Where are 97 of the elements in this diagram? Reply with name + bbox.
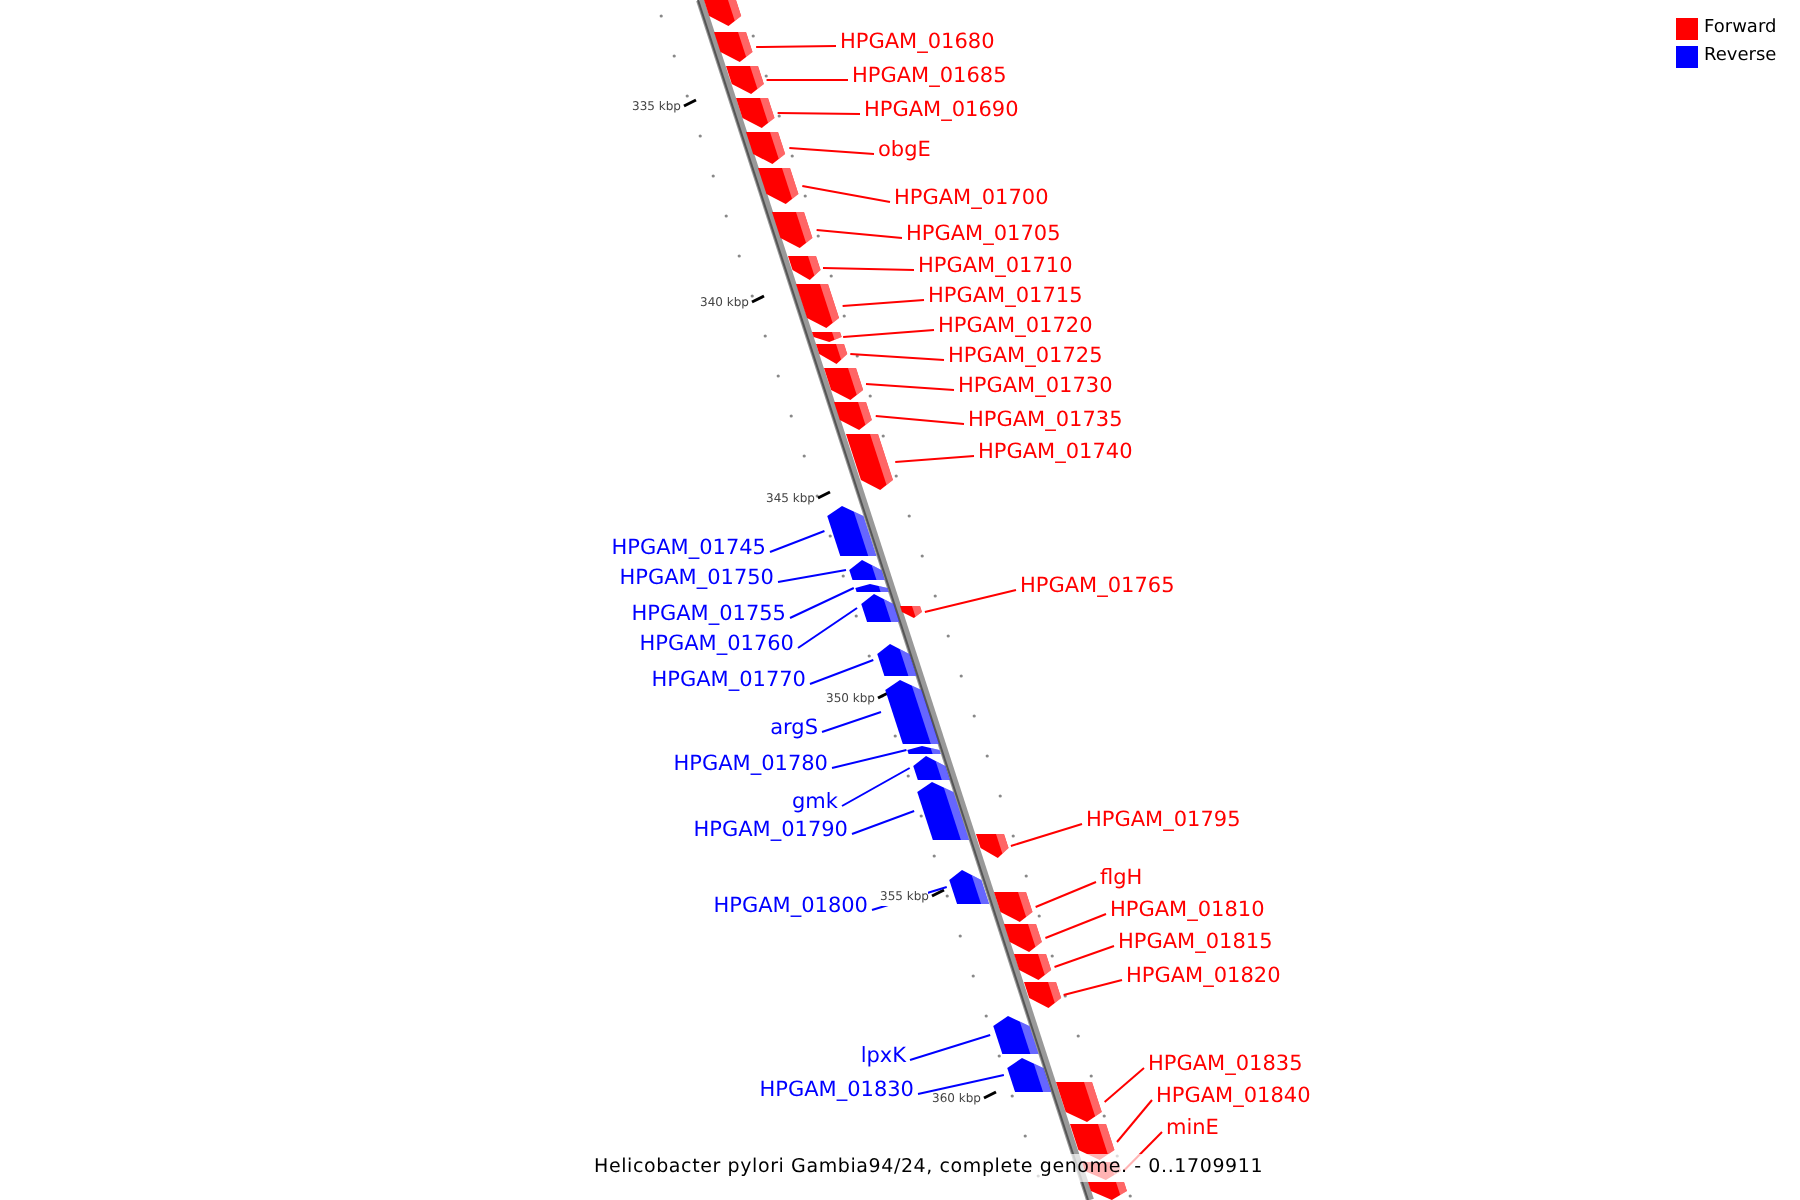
leader-line [797,607,859,649]
gene-block [811,332,844,342]
gene-block [990,1016,1039,1054]
gene-label: HPGAM_01760 [639,630,794,658]
gene-block [873,644,916,676]
gene-block [1088,1182,1130,1200]
leader-line [917,1074,1005,1095]
gene-label: minE [1166,1114,1219,1142]
gene-label: HPGAM_01790 [693,816,848,844]
gene-label: HPGAM_01835 [1148,1050,1303,1078]
gene-block [824,506,877,556]
leader-line [1062,979,1123,996]
gene-block [834,402,876,430]
gene-label: HPGAM_01685 [852,62,1007,90]
gene-label: HPGAM_01840 [1156,1082,1311,1110]
leader-line [865,383,955,391]
gene-block [1004,924,1046,952]
leader-line [1103,1067,1145,1103]
gene-label: HPGAM_01700 [894,184,1049,212]
gene-block [725,66,767,94]
leader-line [841,767,911,807]
gene-block [900,606,925,618]
gene-block [993,892,1036,922]
leader-line [841,299,925,307]
leader-line [776,112,861,115]
gene-label: HPGAM_01680 [840,28,995,56]
leader-line [1034,881,1097,908]
gene-block [787,256,823,280]
gene-label: HPGAM_01735 [968,406,1123,434]
gene-label: HPGAM_01795 [1086,806,1241,834]
gene-block [735,98,778,128]
legend-text: Reverse [1704,46,1777,68]
legend-text: Forward [1704,18,1777,40]
gene-block [906,746,942,754]
leader-line [1044,913,1107,939]
gene-label: HPGAM_01780 [673,750,828,778]
gene-label: HPGAM_01820 [1126,962,1281,990]
leader-line [815,229,903,239]
gene-label: HPGAM_01830 [759,1076,914,1104]
gene-block [1014,954,1055,980]
gene-block [1023,982,1064,1008]
gene-label: gmk [792,788,838,816]
gene-label: lpxK [860,1042,906,1070]
gene-block [714,32,757,62]
gene-block [975,834,1011,858]
leader-line [1053,945,1115,968]
leader-line [755,45,837,48]
gene-block [758,168,803,204]
gene-block [853,584,889,592]
leader-line [831,749,908,769]
gene-label: flgH [1100,864,1143,892]
gene-block [796,284,843,328]
leader-line [777,569,847,583]
gene-block [823,368,866,400]
gene-label: argS [770,714,818,742]
gene-label: HPGAM_01740 [978,438,1133,466]
gene-label: HPGAM_01730 [958,372,1113,400]
gene-label: HPGAM_01750 [619,564,774,592]
leader-line [894,455,975,463]
gene-block [704,0,745,26]
leader-line [874,415,965,425]
leader-line [1116,1099,1153,1143]
leader-line [801,185,891,203]
leader-line [821,711,882,733]
gene-label: HPGAM_01755 [631,600,786,628]
leader-line [909,1034,992,1061]
gene-label: HPGAM_01770 [651,666,806,694]
gene-label: HPGAM_01705 [906,220,1061,248]
gene-block [1003,1058,1051,1092]
leader-line [849,353,945,361]
leader-line [842,329,935,338]
gene-label: obgE [878,136,931,164]
leader-line [788,147,875,155]
leader-line [765,79,849,81]
leader-line [809,659,875,685]
leader-line [822,267,915,271]
gene-label: HPGAM_01815 [1118,928,1273,956]
gene-block [1055,1082,1105,1122]
gene-block [846,560,885,580]
gene-label: HPGAM_01800 [713,892,868,920]
gene-block [845,434,896,490]
leader-line [769,530,826,553]
gene-label: HPGAM_01690 [864,96,1019,124]
gene-block [946,870,990,904]
leader-line [1009,823,1083,847]
gene-block [746,132,790,164]
leader-line [851,810,916,835]
gene-block [772,212,817,248]
gene-label: HPGAM_01810 [1110,896,1265,924]
gene-label: HPGAM_01720 [938,312,1093,340]
gene-label: HPGAM_01745 [611,534,766,562]
leader-line [923,589,1017,613]
gene-label: HPGAM_01765 [1020,572,1175,600]
gene-label: HPGAM_01710 [918,252,1073,280]
gene-label: HPGAM_01715 [928,282,1083,310]
leader-line [789,587,855,619]
gene-label: HPGAM_01725 [948,342,1103,370]
